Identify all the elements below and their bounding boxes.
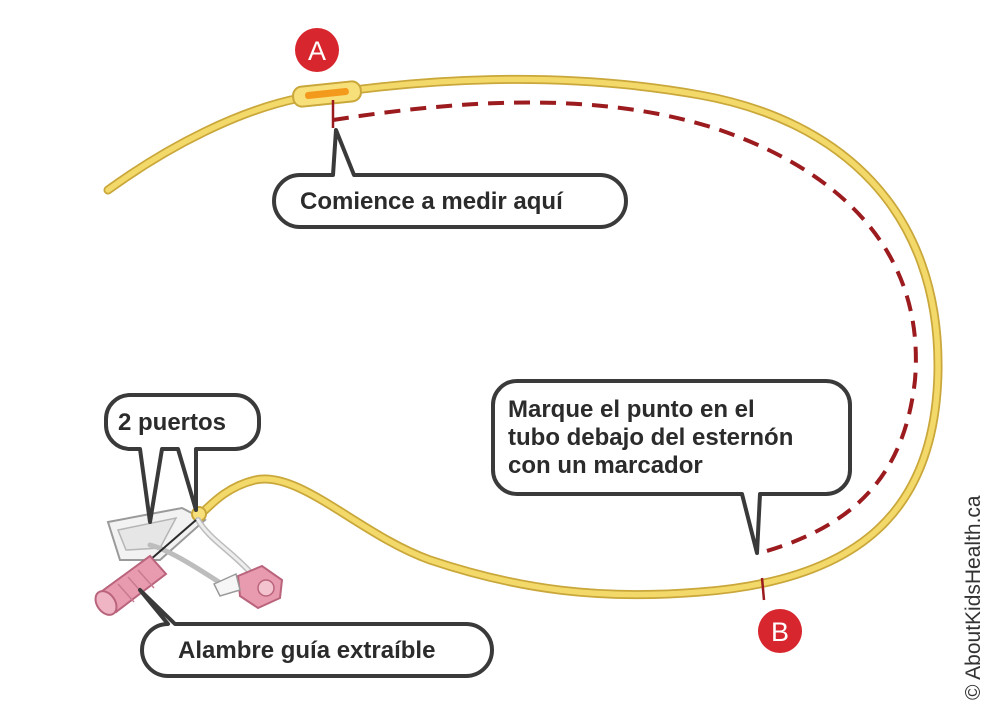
svg-text:2 puertos: 2 puertos xyxy=(118,409,226,436)
callout-mark-line-1: Marque el punto en el xyxy=(508,396,755,423)
marker-b: B xyxy=(758,609,802,653)
callout-guide-wire: Alambre guía extraíble xyxy=(138,588,494,678)
callout-mark-point: Marque el punto en el tubo debajo del es… xyxy=(491,379,852,555)
tick-mark-b xyxy=(760,577,766,601)
start-mark xyxy=(292,80,362,108)
measurement-dashed-path xyxy=(332,100,918,555)
callout-mark-line-2: tubo debajo del esternón xyxy=(508,424,793,451)
catheter-tube xyxy=(103,74,943,600)
callout-start: Comience a medir aquí xyxy=(272,128,628,229)
callout-ports: 2 puertos xyxy=(104,393,261,524)
svg-text:Alambre guía extraíble: Alambre guía extraíble xyxy=(178,637,435,664)
marker-a: A xyxy=(295,28,339,72)
svg-text:Comience a medir aquí: Comience a medir aquí xyxy=(300,188,564,215)
callout-mark-line-3: con un marcador xyxy=(508,452,703,479)
svg-text:B: B xyxy=(771,617,789,647)
svg-text:A: A xyxy=(308,36,326,66)
catheter-hub xyxy=(94,506,284,616)
